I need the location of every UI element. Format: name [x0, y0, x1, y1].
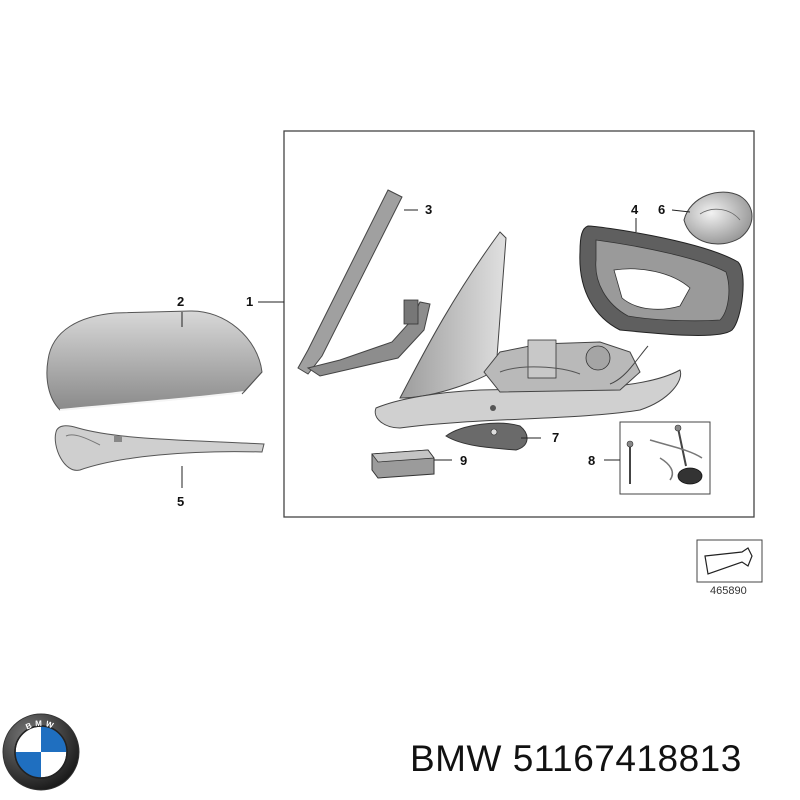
part-cover-strip	[297, 189, 431, 377]
part-caption: BMW 51167418813	[410, 738, 790, 780]
arrow-icon	[704, 547, 753, 575]
reference-number: 465890	[710, 585, 747, 597]
callout-7: 7	[552, 430, 559, 445]
part-glass-holder	[579, 225, 744, 336]
part-mirror-cap	[46, 310, 263, 411]
reference-box: 465890	[696, 539, 763, 597]
part-bracket-set	[619, 421, 711, 495]
caption-brand: BMW	[410, 738, 502, 779]
part-mirror-base	[374, 231, 682, 429]
part-turn-signal	[54, 425, 265, 471]
callout-6: 6	[658, 202, 665, 217]
part-gasket	[445, 422, 528, 451]
callout-2: 2	[177, 294, 184, 309]
callout-5: 5	[177, 494, 184, 509]
part-heater-element	[683, 191, 753, 245]
assembly-frame	[283, 130, 755, 518]
callout-4: 4	[631, 202, 639, 217]
bmw-logo: BMW	[2, 713, 80, 791]
callout-8: 8	[588, 453, 595, 468]
callout-9: 9	[460, 453, 467, 468]
callout-3: 3	[425, 202, 432, 217]
logo-text: BMW	[24, 719, 57, 732]
callout-1: 1	[246, 294, 253, 309]
part-control-module	[371, 449, 435, 479]
caption-part-number: 51167418813	[512, 738, 742, 779]
